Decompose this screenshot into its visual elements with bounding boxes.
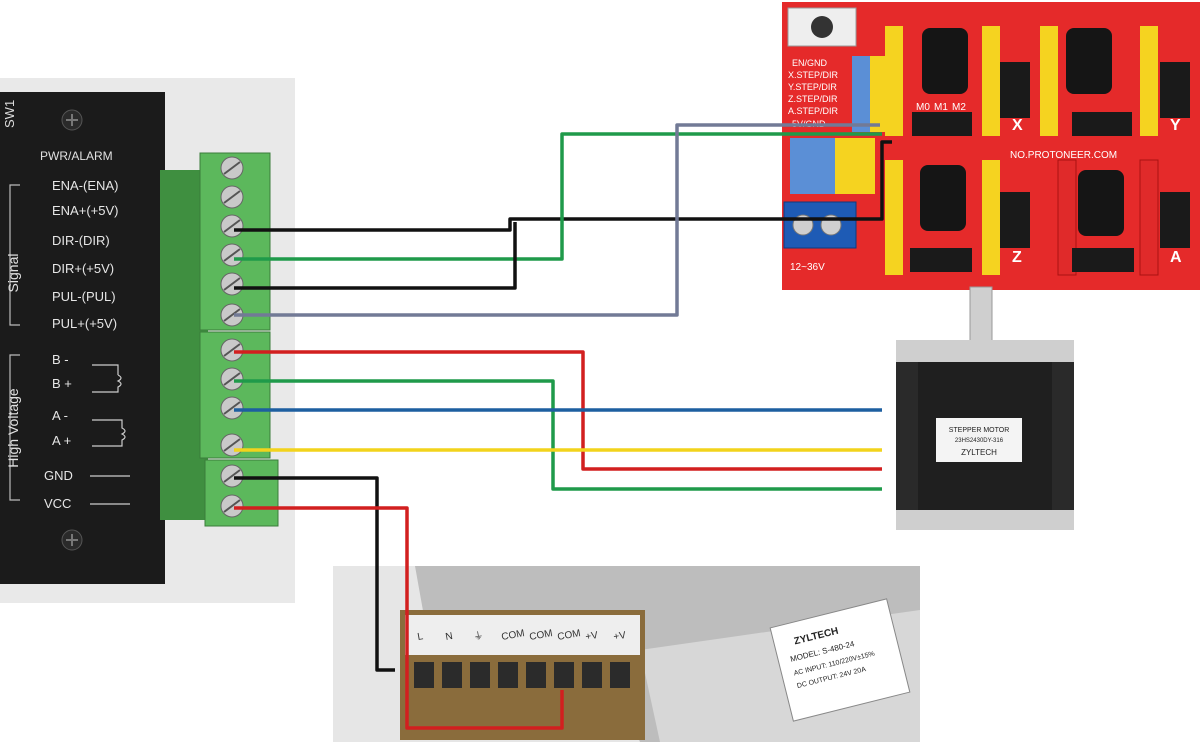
wire-b-plus [234,379,882,491]
shield-pin-label: X.STEP/DIR [788,70,839,80]
psu-terminal-screw [442,662,462,688]
capacitor [1066,28,1112,94]
pin-label: ENA-(ENA) [52,178,118,193]
blue-header [852,56,870,132]
wire-vcc [234,506,564,730]
shield-pin-label: Y.STEP/DIR [788,82,837,92]
screw-slot [223,277,241,291]
psu-label-plate [769,598,911,722]
high-voltage-group-label: High Voltage [5,388,21,468]
psu-terminal-screw [526,662,546,688]
psu-terminal-screw [414,662,434,688]
pin-label: B - [52,352,69,367]
screw-slot [223,219,241,233]
wire-dir-minus [234,140,892,232]
yellow-header [835,138,875,194]
capacitor [920,165,966,231]
micro-step-label: M1 [934,102,948,113]
coil-a-icon [92,419,126,447]
pin-label: PUL-(PUL) [52,289,116,304]
screw-slot [223,469,241,483]
psu-terminal-label: COM [557,628,582,643]
psu-terminal-screw [582,662,602,688]
driver-pin-labels: ENA-(ENA) ENA+(+5V) DIR-(DIR) DIR+(+5V) … [44,178,118,511]
psu-terminal-label: COM [529,628,554,643]
psu-terminal-label: N [445,631,454,643]
sw1-label: SW1 [2,100,17,128]
pin-label: ENA+(+5V) [52,203,118,218]
yellow-header [870,56,888,132]
pin-label: DIR-(DIR) [52,233,110,248]
micro-step-label: M0 [916,102,930,113]
axis-z-label: Z [1012,249,1022,266]
psu-terminal-screw [470,662,490,688]
screw-slot [223,499,241,513]
reset-button-icon [811,16,833,38]
wire-gnd [234,476,395,672]
screw-slot [223,190,241,204]
motor-model: 23HS2430DY-316 [955,438,1004,444]
psu-terminal-screw [554,662,574,688]
screw-slot [223,161,241,175]
shield-pin-label: EN/GND [792,58,828,68]
pin-label: GND [44,468,73,483]
pin-label: A - [52,408,68,423]
cnc-shield: EN/GND X.STEP/DIR Y.STEP/DIR Z.STEP/DIR … [782,2,1200,290]
pwr-alarm-label: PWR/ALARM [40,149,113,163]
psu-terminal-label: L [417,631,425,643]
blue-header [790,138,835,194]
pin-label: VCC [44,496,71,511]
screw-slot [223,438,241,452]
wires [234,123,892,730]
screw-slot [223,343,241,357]
screw-slot [223,372,241,386]
psu-terminal-label: ⏚ [472,629,484,643]
psu-terminal-label: +V [585,630,600,643]
psu-terminal-screw [498,662,518,688]
signal-terminal-block [199,152,271,331]
screw-slot [223,401,241,415]
screw-slot [223,248,241,262]
psu-terminal-label: +V [613,630,628,643]
pin-label: B + [52,376,72,391]
pin-label: DIR+(+5V) [52,261,114,276]
screw-slot [223,308,241,322]
wire-dir-plus [234,132,882,261]
pin-label: A + [52,433,71,448]
shield-pin-label: A.STEP/DIR [788,106,839,116]
signal-group-label: Signal [5,254,21,293]
capacitor [1078,170,1124,236]
wire-pul-minus [234,222,517,290]
coil-b-icon [92,364,122,393]
shield-brand-label: NO.PROTONEER.COM [1010,150,1117,161]
psu-terminal-screw [610,662,630,688]
axis-x-label: X [1012,117,1023,134]
psu-terminal-label: COM [501,628,526,643]
motor-title: STEPPER MOTOR [949,427,1010,434]
stepper-motor: STEPPER MOTOR 23HS2430DY-316 ZYLTECH [896,286,1074,530]
micro-step-label: M2 [952,102,966,113]
axis-a-label: A [1170,249,1182,266]
motor-brand: ZYLTECH [961,448,997,457]
driver-body [0,92,165,584]
pin-label: PUL+(+5V) [52,316,117,331]
motor-shaft [969,286,993,348]
stepper-driver: SW1 PWR/ALARM Signal High Voltage ENA-(E… [0,78,295,603]
wire-pul-plus [234,123,880,317]
terminal-screws [220,156,244,518]
motor-label [936,418,1022,462]
capacitor [922,28,968,94]
voltage-label: 12~36V [790,262,825,273]
axis-y-label: Y [1170,117,1181,134]
shield-pin-label: Z.STEP/DIR [788,94,838,104]
